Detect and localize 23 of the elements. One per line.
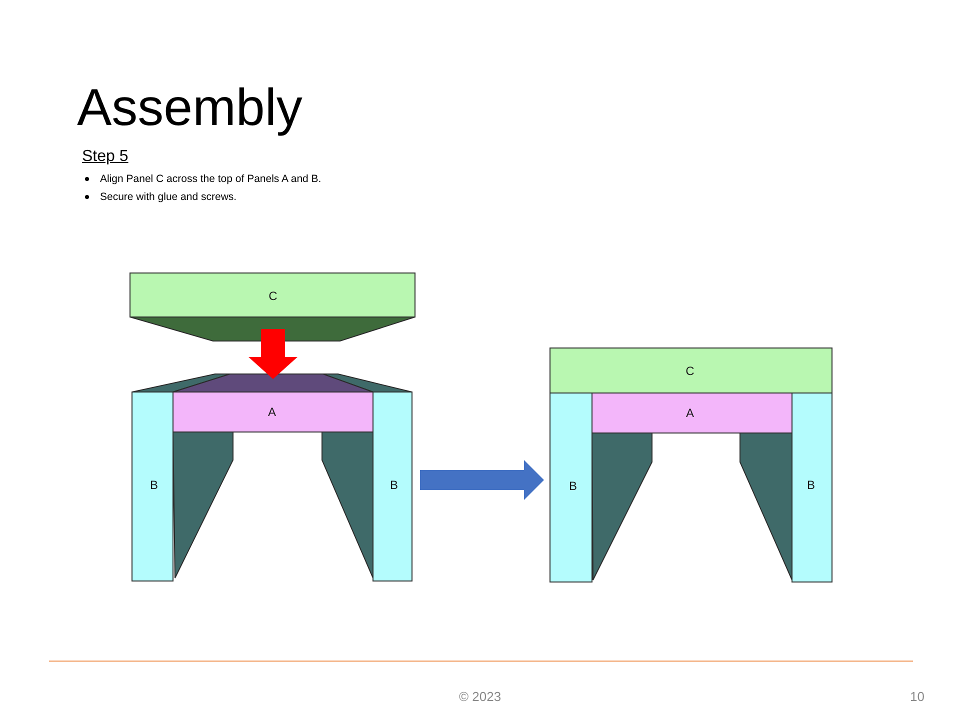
leg-panel bbox=[550, 393, 592, 582]
panel-label: B bbox=[150, 478, 158, 492]
panel-label: B bbox=[390, 478, 398, 492]
leg-panel bbox=[792, 393, 832, 582]
top-panel bbox=[550, 348, 832, 393]
bullet-text: Secure with glue and screws. bbox=[100, 191, 237, 203]
leg-panel bbox=[373, 392, 412, 581]
leg-panel bbox=[132, 392, 173, 581]
block-arrow bbox=[248, 329, 298, 379]
bullet-text: Align Panel C across the top of Panels A and B. bbox=[100, 173, 322, 185]
top-panel bbox=[130, 273, 415, 341]
panel-label: A bbox=[686, 406, 694, 420]
apron-panel bbox=[592, 393, 792, 433]
copyright-text: © 2023 bbox=[458, 689, 502, 705]
apron-panel bbox=[173, 374, 373, 432]
panel-label: B bbox=[807, 478, 815, 492]
panel-label: B bbox=[569, 479, 577, 493]
page-number: 10 bbox=[910, 689, 924, 705]
panel-label: A bbox=[268, 405, 276, 419]
step-heading: Step 5 bbox=[82, 149, 128, 165]
page-title: Assembly bbox=[77, 82, 302, 134]
panel-label: C bbox=[686, 364, 694, 378]
panel-label: C bbox=[268, 289, 278, 303]
